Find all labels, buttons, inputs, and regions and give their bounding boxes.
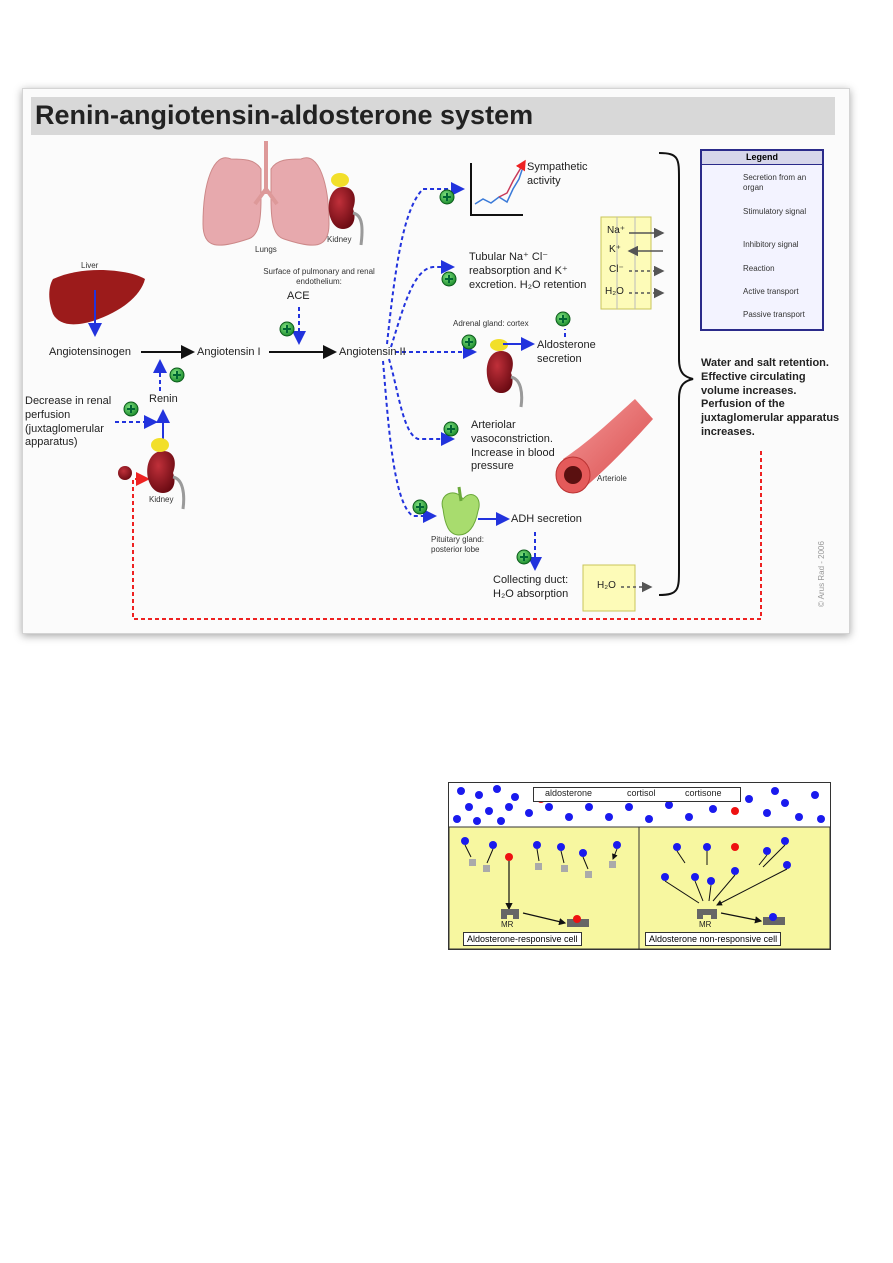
legend-box: Legend xyxy=(700,149,824,331)
ion-h2o: H₂O xyxy=(605,286,624,297)
result-label: Water and salt retention. Effective circ… xyxy=(701,357,840,438)
arteriolar-label: Arteriolar vasoconstriction. Increase in… xyxy=(471,419,555,473)
ace-site-label: Surface of pulmonary and renal endotheli… xyxy=(263,267,375,286)
adrenal-gland-icon xyxy=(486,339,524,408)
pituitary-gland-icon xyxy=(441,486,480,536)
inhibitory-dot-icon xyxy=(118,466,132,480)
ion-na: Na⁺ xyxy=(607,225,626,236)
blood-molecules xyxy=(453,785,825,825)
kidney-top-label: Kidney xyxy=(327,235,352,244)
responsive-cell-molecules xyxy=(461,837,621,927)
legend-item-passive: Passive transport xyxy=(743,310,805,319)
pituitary-label: Pituitary gland: posterior lobe xyxy=(431,535,484,554)
copyright-label: © Arus Rad - 2006 xyxy=(817,541,826,607)
diagram-title: Renin-angiotensin-aldosterone system xyxy=(35,100,534,130)
kidney-bottom-label: Kidney xyxy=(149,495,174,504)
kidney-top-icon xyxy=(328,173,364,246)
angiotensin2-label: Angiotensin II xyxy=(339,346,406,358)
lungs-icon xyxy=(202,141,330,246)
arteriole-label: Arteriole xyxy=(597,474,627,483)
ion-k: K⁺ xyxy=(609,244,621,255)
ace-label: ACE xyxy=(287,290,310,302)
legend-item-stimulatory: Stimulatory signal xyxy=(743,207,807,216)
mr-label-right: MR xyxy=(699,920,712,929)
non-responsive-cell-molecules xyxy=(661,837,791,925)
legend-item-active: Active transport xyxy=(743,287,799,296)
molecule-legend xyxy=(533,787,741,802)
sympathetic-graph xyxy=(470,159,526,216)
inhibitory-feedback-arrow xyxy=(132,451,762,620)
mr-receptor-right-icon xyxy=(697,909,717,919)
legend-aldosterone: aldosterone xyxy=(545,788,593,798)
aldosterone-label: Aldosterone secretion xyxy=(537,339,596,365)
renin-label: Renin xyxy=(149,393,178,405)
caption-responsive: Aldosterone-responsive cell xyxy=(463,932,582,946)
legend-cortisone: cortisone xyxy=(685,788,722,798)
angiotensin1-label: Angiotensin I xyxy=(197,346,261,358)
ion-transport-panel xyxy=(600,216,665,310)
mr-graphics xyxy=(449,785,830,949)
legend-item-secretion: Secretion from an organ xyxy=(743,173,807,192)
mineralocorticoid-receptor-diagram: aldosterone cortisol cortisone MR MR Ald… xyxy=(448,782,831,950)
collecting-duct-label: Collecting duct: H₂O absorption xyxy=(493,574,569,600)
legend-item-reaction: Reaction xyxy=(743,264,775,273)
legend-cortisol: cortisol xyxy=(627,788,656,798)
raas-diagram: Renin-angiotensin-aldosterone system Liv… xyxy=(22,88,850,634)
caption-non-responsive: Aldosterone non-responsive cell xyxy=(645,932,782,946)
sympathetic-label: Sympathetic activity xyxy=(527,161,588,187)
result-brace xyxy=(658,152,694,596)
liver-icon xyxy=(49,269,145,325)
mr-receptor-left-icon xyxy=(501,909,519,919)
duct-ion-h2o: H₂O xyxy=(597,580,616,591)
arteriole-icon xyxy=(555,399,653,494)
tubular-label: Tubular Na⁺ Cl⁻ reabsorption and K⁺ excr… xyxy=(469,251,587,291)
legend-item-inhibitory: Inhibitory signal xyxy=(743,240,799,249)
responsive-cell xyxy=(449,826,640,949)
lungs-label: Lungs xyxy=(255,245,277,254)
liver-label: Liver xyxy=(81,261,99,270)
adh-label: ADH secretion xyxy=(511,513,582,525)
title-bar xyxy=(31,97,835,135)
stimulatory-plus-icons xyxy=(123,189,571,565)
angiotensinogen-label: Angiotensinogen xyxy=(49,346,131,358)
angiotensin2-branches xyxy=(382,182,566,571)
kidney-bottom-icon xyxy=(147,438,186,510)
duct-transport-panel xyxy=(582,564,653,612)
mr-label-left: MR xyxy=(501,920,514,929)
ion-cl: Cl⁻ xyxy=(609,264,624,275)
adrenal-label: Adrenal gland: cortex xyxy=(453,319,529,328)
legend-title: Legend xyxy=(702,151,822,165)
decrease-perfusion-label: Decrease in renal perfusion (juxtaglomer… xyxy=(25,395,112,449)
